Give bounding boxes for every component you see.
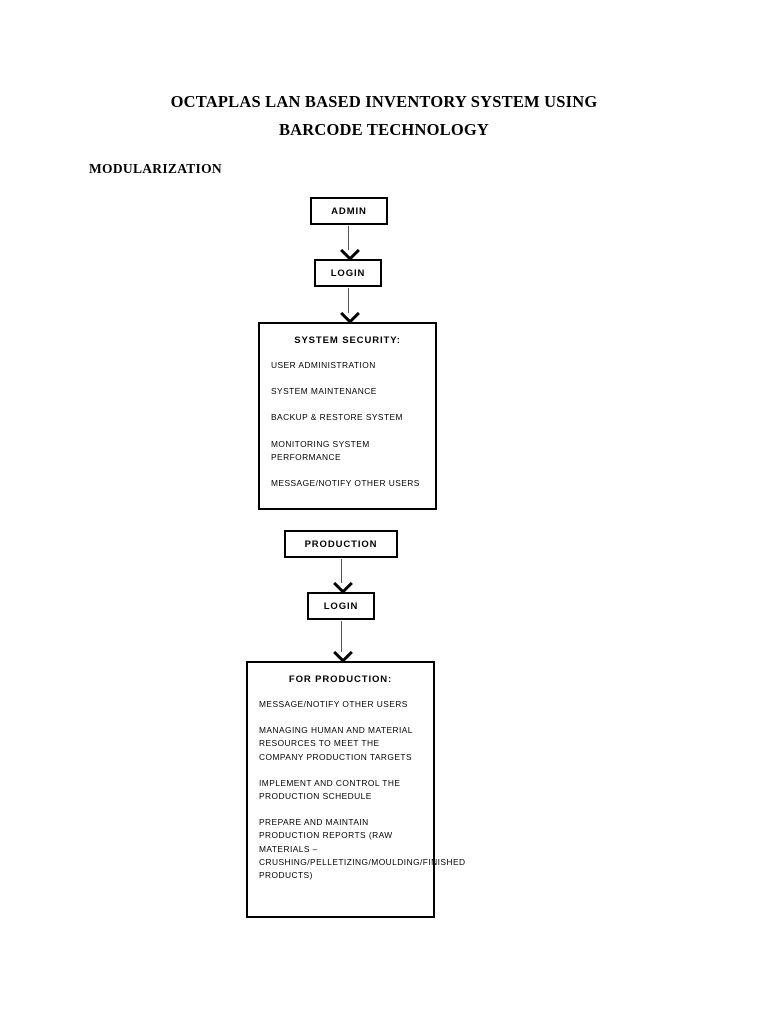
section-heading-modularization: MODULARIZATION	[89, 161, 222, 176]
down-arrow-icon	[332, 574, 353, 594]
list-item: USER ADMINISTRATION	[271, 360, 376, 370]
list-item: BACKUP & RESTORE SYSTEM	[271, 412, 403, 423]
flow-panel-system-security-items: USER ADMINISTRATION SYSTEM MAINTENANCE B…	[271, 359, 424, 490]
connector-shaft	[347, 226, 349, 250]
flow-node-login-production-label: LOGIN	[323, 600, 359, 612]
connector-production-to-login	[332, 559, 353, 594]
list-item: MANAGING HUMAN AND MATERIAL RESOURCES TO…	[259, 725, 413, 762]
list-item: SYSTEM MAINTENANCE	[271, 386, 377, 397]
connector-shaft	[347, 288, 349, 313]
connector-login-to-system-security	[339, 288, 360, 324]
list-item: MESSAGE/NOTIFY OTHER USERS	[271, 478, 420, 489]
page-title-line-1: OCTAPLAS LAN BASED INVENTORY SYSTEM USIN…	[170, 92, 598, 111]
list-item: MESSAGE/NOTIFY OTHER USERS	[259, 699, 408, 709]
flow-panel-for-production-items: MESSAGE/NOTIFY OTHER USERS MANAGING HUMA…	[259, 698, 466, 882]
flow-panel-system-security: SYSTEM SECURITY: USER ADMINISTRATION SYS…	[258, 322, 437, 510]
flow-node-admin: ADMIN	[310, 197, 388, 225]
flow-panel-system-security-title: SYSTEM SECURITY:	[294, 335, 401, 346]
page-title-line-2: BARCODE TECHNOLOGY	[278, 120, 490, 139]
down-arrow-icon	[339, 241, 360, 261]
down-arrow-icon	[339, 304, 360, 324]
flow-node-production-label: PRODUCTION	[304, 538, 378, 550]
flow-node-login-admin-label: LOGIN	[330, 267, 366, 279]
flow-node-login-production: LOGIN	[307, 592, 375, 620]
connector-admin-to-login	[339, 226, 360, 261]
connector-login-to-for-production	[332, 621, 353, 663]
list-item: MONITORING SYSTEM PERFORMANCE	[271, 438, 370, 462]
connector-shaft	[340, 559, 342, 583]
down-arrow-icon	[332, 643, 353, 663]
list-item: PREPARE AND MAINTAIN PRODUCTION REPORTS …	[259, 817, 466, 881]
connector-shaft	[340, 621, 342, 652]
flow-node-production: PRODUCTION	[284, 530, 398, 558]
page-title: OCTAPLAS LAN BASED INVENTORY SYSTEM USIN…	[100, 88, 668, 144]
flow-node-login-admin: LOGIN	[314, 259, 382, 287]
flow-node-admin-label: ADMIN	[331, 205, 367, 217]
flow-panel-for-production-title: FOR PRODUCTION:	[288, 674, 393, 685]
list-item: IMPLEMENT AND CONTROL THE PRODUCTION SCH…	[259, 777, 401, 802]
flow-panel-for-production: FOR PRODUCTION: MESSAGE/NOTIFY OTHER USE…	[246, 661, 466, 918]
